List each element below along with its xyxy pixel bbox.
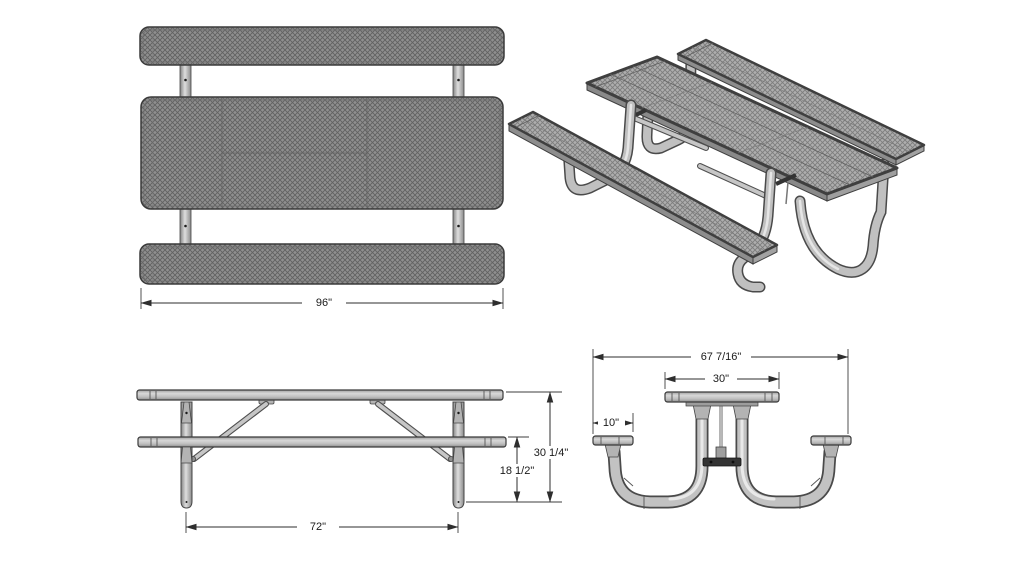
iso-bench-near: [507, 110, 779, 265]
end-view: 67 7/16" 30" 10": [592, 349, 852, 509]
bolt-dot: [184, 78, 187, 82]
leg-socket: [452, 446, 465, 464]
iso-near-legs: [562, 99, 797, 293]
side-view-legs: [180, 401, 465, 509]
iso-cross-link: [633, 108, 647, 118]
dimension-seat-height: 18 1/2": [493, 436, 541, 503]
bolt-dot: [457, 224, 460, 228]
table-width-dim-label: 30": [713, 373, 729, 385]
bolt-dot: [457, 78, 460, 82]
seat-height-dim-label: 18 1/2": [500, 465, 535, 477]
leg-spacing-dim-label: 72": [310, 521, 326, 533]
dimension-overall-width: 67 7/16": [592, 349, 849, 434]
top-view-bench-lower: [139, 243, 505, 285]
top-view-bench-upper: [139, 26, 505, 66]
side-view-tabletop: [136, 389, 504, 401]
dimension-table-width: 30": [664, 372, 780, 389]
bench-right: [810, 435, 852, 446]
dimension-seat-width: 10": [592, 413, 634, 432]
cross-bar: [702, 457, 742, 467]
side-view: 72" 18 1/2" 30 1/4": [136, 389, 576, 533]
iso-bench-far: [676, 38, 926, 166]
bench-left: [592, 435, 634, 446]
dimension-leg-spacing: 72": [185, 512, 459, 533]
top-view-tabletop: [140, 96, 504, 210]
bolt-dot: [184, 224, 187, 228]
leg-socket: [180, 446, 193, 464]
dimension-overall-length: 96": [140, 288, 504, 309]
top-length-dim-label: 96": [316, 297, 332, 309]
overall-height-dim-label: 30 1/4": [534, 447, 569, 459]
rod-clevis: [715, 446, 727, 459]
end-view-center-brace: [702, 404, 742, 467]
side-view-bench: [137, 436, 507, 448]
side-view-braces: [189, 396, 454, 462]
top-view: 96": [139, 26, 505, 309]
iso-cross-link: [775, 173, 797, 186]
dimension-overall-height: 30 1/4": [466, 391, 576, 503]
end-view-tabletop: [664, 391, 780, 420]
end-view-legs: [607, 405, 837, 509]
isometric-view: [507, 38, 926, 293]
end-view-benches: [592, 435, 852, 458]
seat-width-dim-label: 10": [603, 417, 619, 429]
overall-width-dim-label: 67 7/16": [701, 351, 742, 363]
